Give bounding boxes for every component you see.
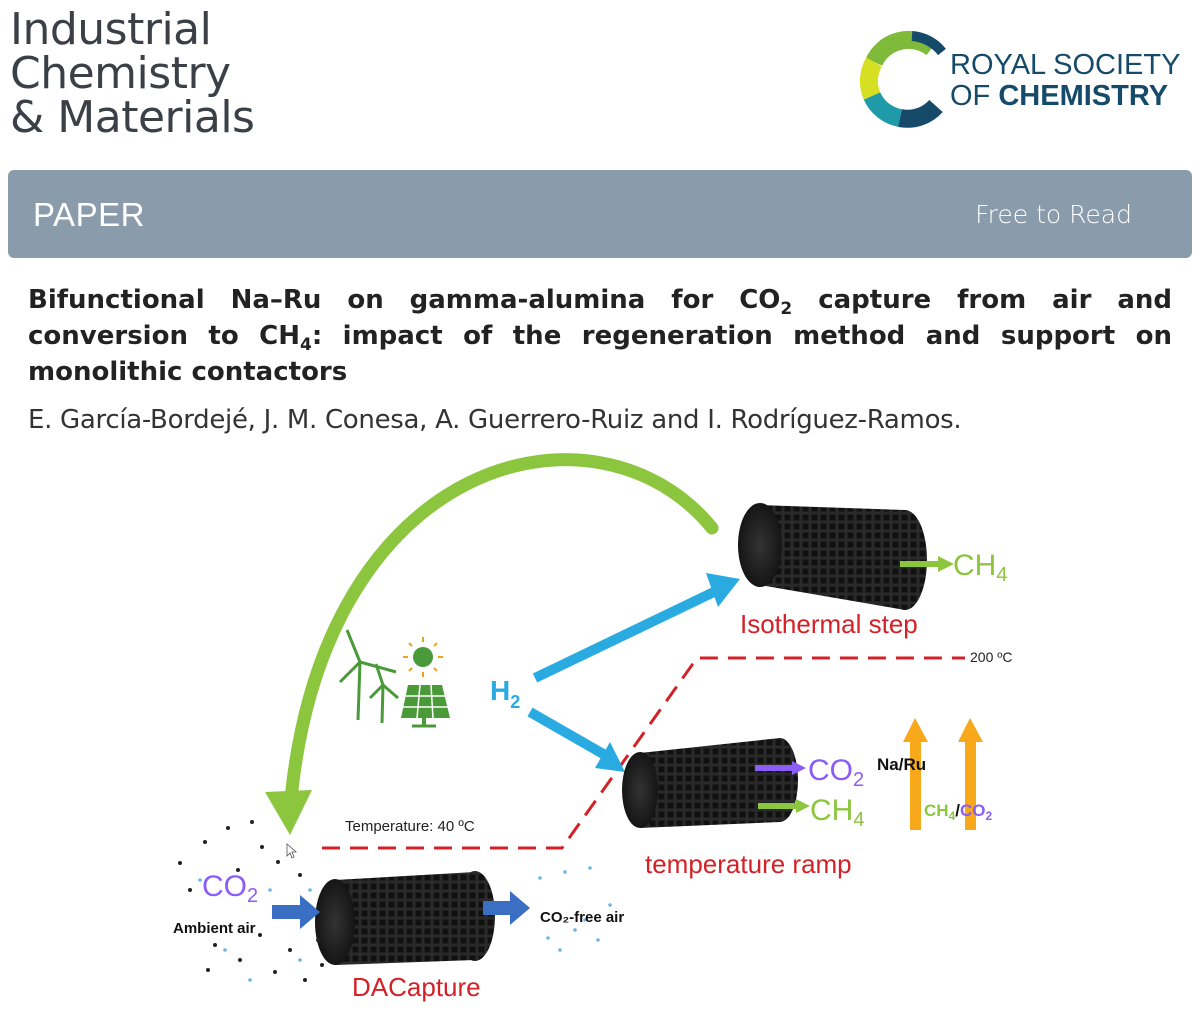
h2-arrow-down <box>527 707 608 760</box>
access-badge: Free to Read <box>975 200 1132 229</box>
co2-label-ramp: CO2 <box>808 754 864 791</box>
article-type: PAPER <box>33 196 145 233</box>
recycle-curve-arrow <box>283 453 719 817</box>
title-sub-1: 2 <box>780 299 793 320</box>
monolith-ramp <box>622 738 798 828</box>
monolith-dacapture <box>315 871 495 965</box>
temp-high-label: 200 ºC <box>970 649 1012 665</box>
co2-free-air-label: CO₂-free air <box>540 909 624 926</box>
co2-label-ambient: CO2 <box>202 870 258 907</box>
rsc-line-2-bold: CHEMISTRY <box>998 80 1169 112</box>
wind-turbine-icon <box>338 629 399 724</box>
rsc-line-2: OF CHEMISTRY <box>950 81 1180 112</box>
title-part-3: : impact of the regeneration method and … <box>28 321 1172 387</box>
sun-icon <box>403 637 443 677</box>
h2-arrow-up <box>532 585 721 683</box>
h2-label: H2 <box>490 675 520 712</box>
mouse-cursor-icon <box>286 843 298 859</box>
article-title[interactable]: Bifunctional Na–Ru on gamma-alumina for … <box>28 282 1172 390</box>
article-type-banner: PAPER Free to Read <box>8 170 1192 258</box>
journal-name-line-2: Chemistry <box>10 48 231 99</box>
dacapture-label: DACapture <box>352 972 481 1002</box>
h2-arrow-down-head <box>595 742 625 772</box>
rsc-c-icon <box>860 30 946 128</box>
air-particles-blue <box>198 866 612 982</box>
ch4-label-isothermal: CH4 <box>953 549 1007 586</box>
journal-name-line-3: & Materials <box>10 92 255 143</box>
recycle-arrow-head <box>265 790 312 835</box>
article-authors: E. García-Bordejé, J. M. Conesa, A. Guer… <box>28 405 962 435</box>
ratio-arrows <box>903 718 983 830</box>
catalyst-label: Na/Ru <box>877 755 926 774</box>
ch4-arrow-isothermal-head <box>938 556 954 572</box>
ambient-air-label: Ambient air <box>173 920 256 937</box>
isothermal-label: Isothermal step <box>740 609 918 639</box>
h2-arrow-up-head <box>706 573 740 607</box>
journal-name-line-1: Industrial <box>10 4 212 55</box>
temperature-profile <box>322 656 965 850</box>
air-particles <box>178 820 324 982</box>
title-sub-2: 4 <box>299 335 312 356</box>
title-part-2: capture from air and conversion to CH <box>28 285 1173 351</box>
ramp-label: temperature ramp <box>645 849 852 879</box>
title-part-1: Bifunctional Na–Ru on gamma-alumina for … <box>28 285 781 315</box>
rsc-logo: ROYAL SOCIETY OF CHEMISTRY <box>860 30 1195 130</box>
ratio-label: CH4/CO2 <box>924 801 992 823</box>
rsc-wordmark: ROYAL SOCIETY OF CHEMISTRY <box>950 50 1180 112</box>
co2-arrow-ramp-head <box>792 761 806 775</box>
monolith-isothermal <box>738 503 927 610</box>
ch4-arrow-ramp-head <box>796 799 810 813</box>
ambient-air-arrow <box>272 895 320 929</box>
solar-panel-icon <box>401 684 450 728</box>
rsc-line-2-prefix: OF <box>950 80 999 112</box>
graphical-abstract: CH4 Isothermal step 200 ºC H2 CO2 CH4 Na… <box>173 453 1012 1002</box>
temp-low-label: Temperature: 40 ºC <box>345 818 475 835</box>
co2-free-air-arrow <box>483 891 530 925</box>
journal-name: Industrial Chemistry & Materials <box>10 8 310 140</box>
ch4-label-ramp: CH4 <box>810 794 864 831</box>
rsc-line-1: ROYAL SOCIETY <box>950 49 1181 81</box>
